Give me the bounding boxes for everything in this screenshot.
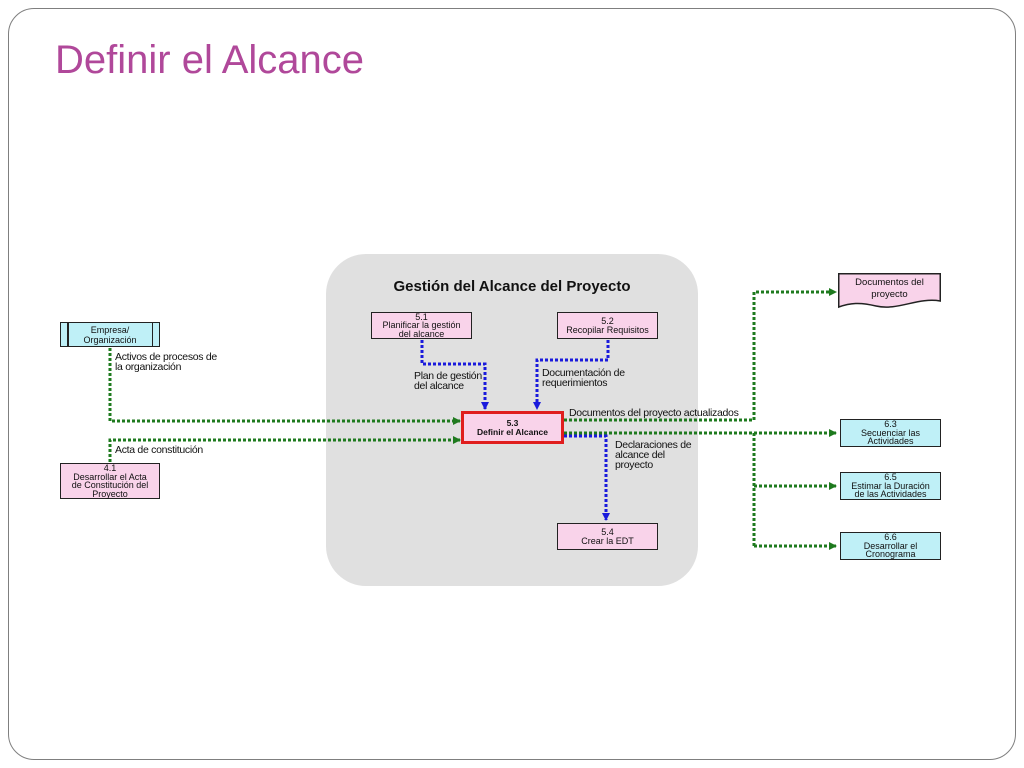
- process-id: 6.3: [884, 419, 897, 430]
- label-acta: Acta de constitución: [115, 444, 203, 456]
- process-id: 6.5: [884, 472, 897, 483]
- process-6-5[interactable]: 6.5 Estimar la Duración de las Actividad…: [840, 472, 941, 500]
- flow-docs-actualizados: [564, 288, 837, 422]
- process-id: 5.2: [601, 316, 614, 326]
- label-line: Declaraciones de: [615, 439, 692, 451]
- label-line: Documentos del proyecto actualizados: [569, 407, 739, 419]
- flow-acta: [108, 436, 461, 462]
- label-line: proyecto: [615, 459, 653, 471]
- process-name: Secuenciar las: [860, 427, 921, 438]
- process-5-2[interactable]: 5.2 Recopilar Requisitos: [557, 312, 658, 339]
- process-id: 5.1: [415, 311, 428, 322]
- label-plan: Plan de gestión del alcance: [414, 370, 482, 392]
- org-right-bar: [151, 323, 153, 346]
- process-name: Crear la EDT: [581, 535, 634, 546]
- flow-activos: [108, 348, 461, 425]
- enterprise-organization-label: Empresa/ Organización: [60, 325, 160, 345]
- slide-title: Definir el Alcance: [55, 38, 365, 82]
- process-name: Proyecto: [92, 488, 128, 499]
- label-docreq: Documentación de requerimientos: [542, 367, 625, 389]
- process-5-4[interactable]: 5.4 Crear la EDT: [557, 523, 658, 550]
- doc-line: Documentos del: [855, 277, 924, 288]
- process-5-1[interactable]: 5.1 Planificar la gestión del alcance: [371, 312, 472, 339]
- label-line: requerimientos: [542, 377, 608, 389]
- process-id: 6.6: [884, 532, 897, 543]
- process-name: de las Actividades: [854, 489, 927, 500]
- process-name: Desarrollar el: [863, 540, 918, 551]
- process-name: Definir el Alcance: [476, 426, 549, 437]
- org-line: Organización: [83, 334, 137, 345]
- org-line: Empresa/: [90, 325, 130, 335]
- process-4-1[interactable]: 4.1 Desarrollar el Acta de Constitución …: [60, 463, 160, 499]
- project-documents-shape[interactable]: [838, 273, 941, 309]
- process-6-6[interactable]: 6.6 Desarrollar el Cronograma: [840, 532, 941, 560]
- org-left-bar: [67, 323, 69, 346]
- flow-declaraciones: [564, 434, 610, 521]
- project-documents-label: Documentos del proyecto: [838, 277, 941, 301]
- process-name: Estimar la Duración: [851, 480, 930, 491]
- process-name: Desarrollar el Acta: [73, 471, 147, 482]
- group-title: Gestión del Alcance del Proyecto: [393, 278, 631, 295]
- slide-frame: [8, 8, 1016, 760]
- process-name: Recopilar Requisitos: [566, 324, 649, 335]
- label-declaraciones: Declaraciones de alcance del proyecto: [615, 439, 692, 471]
- process-id: 5.4: [601, 527, 614, 537]
- process-name: Actividades: [867, 436, 914, 447]
- label-line: Activos de procesos de: [115, 351, 217, 363]
- label-line: Plan de gestión: [414, 370, 482, 382]
- process-id: 5.3: [506, 418, 519, 428]
- label-docs-actualizados: Documentos del proyecto actualizados: [569, 407, 739, 419]
- flow-requisitos: [533, 340, 610, 410]
- enterprise-organization-box[interactable]: [60, 322, 160, 347]
- label-line: Acta de constitución: [115, 444, 203, 456]
- process-name: del alcance: [398, 328, 445, 339]
- process-5-3-highlighted[interactable]: 5.3 Definir el Alcance: [461, 411, 564, 444]
- process-id: 4.1: [103, 463, 117, 473]
- label-line: la organización: [115, 361, 182, 373]
- process-name: de Constitución del: [71, 480, 149, 490]
- label-line: Documentación de: [542, 367, 625, 379]
- label-line: del alcance: [414, 380, 464, 392]
- label-line: alcance del: [615, 449, 665, 461]
- doc-line: proyecto: [871, 289, 908, 300]
- label-activos: Activos de procesos de la organización: [115, 351, 217, 373]
- process-6-3[interactable]: 6.3 Secuenciar las Actividades: [840, 419, 941, 447]
- flow-plan: [420, 340, 489, 410]
- process-name: Cronograma: [865, 549, 916, 560]
- process-name: Planificar la gestión: [382, 320, 461, 331]
